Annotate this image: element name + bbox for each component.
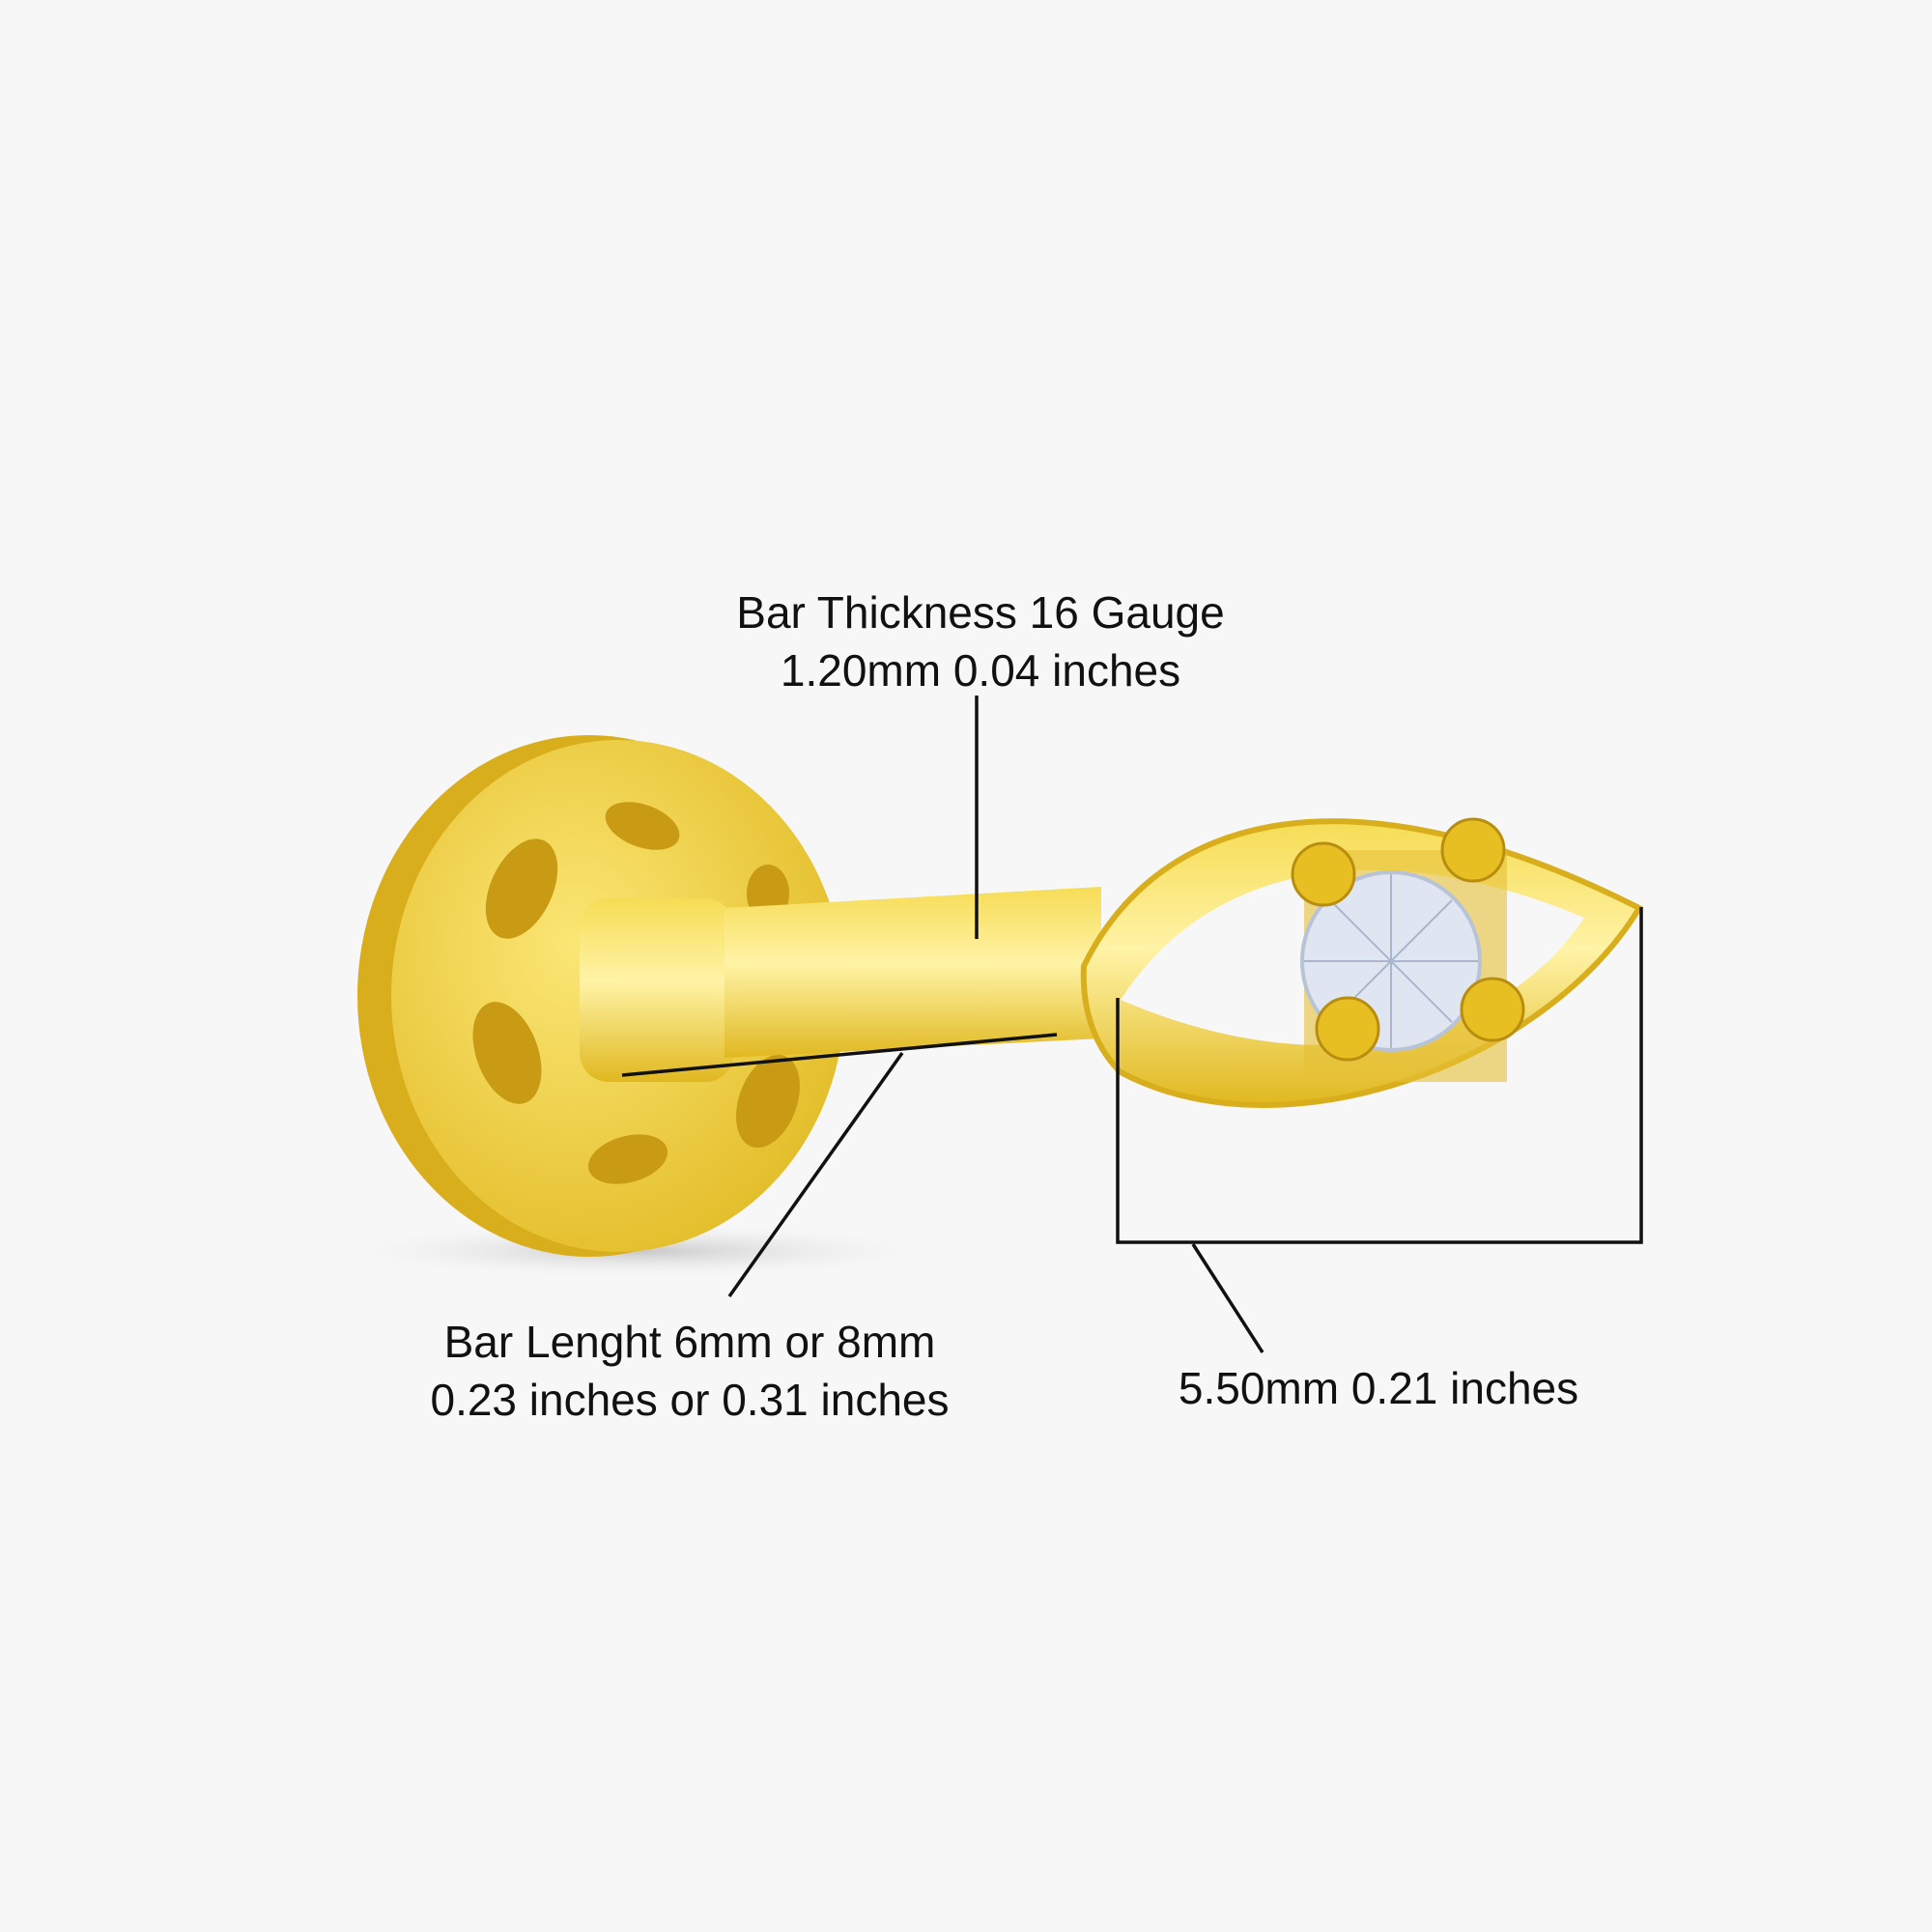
- prongs: [1291, 817, 1525, 1062]
- length-line1: Bar Lenght 6mm or 8mm: [443, 1317, 936, 1367]
- width-bracket: [1116, 907, 1643, 1244]
- length-label: Bar Lenght 6mm or 8mm 0.23 inches or 0.3…: [430, 1313, 949, 1429]
- disc-cutouts: [472, 802, 800, 1184]
- thickness-line1: Bar Thickness 16 Gauge: [736, 587, 1225, 638]
- thickness-line2: 1.20mm 0.04 inches: [780, 645, 1181, 696]
- length-leader: [727, 1051, 904, 1298]
- dimension-lines: [621, 696, 1643, 1353]
- bar-collar: [580, 898, 734, 1082]
- length-line2: 0.23 inches or 0.31 inches: [430, 1375, 950, 1425]
- width-label: 5.50mm 0.21 inches: [1179, 1359, 1578, 1417]
- thickness-label: Bar Thickness 16 Gauge 1.20mm 0.04 inche…: [736, 583, 1224, 699]
- width-leader: [1191, 1243, 1264, 1353]
- length-line: [621, 1033, 1058, 1077]
- width-line1: 5.50mm 0.21 inches: [1178, 1363, 1579, 1413]
- bar: [724, 887, 1101, 1058]
